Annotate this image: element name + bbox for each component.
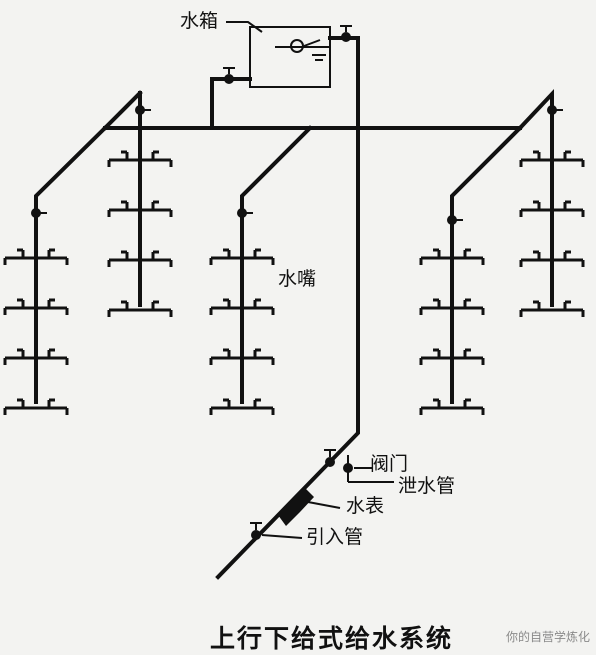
branch-left-connector (102, 90, 143, 131)
float-arm (303, 39, 321, 47)
faucet-branch (519, 200, 585, 217)
valve-label: 阀门 (370, 453, 409, 475)
water-tank (249, 26, 331, 88)
meter-leader (307, 501, 341, 509)
riser-far-left (34, 125, 108, 404)
label-leader-lines (261, 467, 394, 539)
tank-body (249, 26, 331, 88)
tank-outlet-pipe (210, 77, 252, 130)
faucet-branch (519, 300, 585, 317)
faucet-branch (107, 300, 173, 317)
inlet-pipe-label: 引入管 (306, 526, 364, 548)
riser-right-inner (450, 125, 523, 404)
faucet-label: 水嘴 (278, 268, 317, 290)
faucet-branch (209, 248, 275, 265)
riser-far-right (517, 88, 554, 307)
water-meter-icon (278, 487, 314, 526)
faucet-branch (419, 398, 485, 415)
watermark: 你的自营学炼化 (506, 630, 591, 644)
inlet-leader (261, 534, 303, 539)
faucet-branch (519, 150, 585, 167)
water-meter-label: 水表 (346, 495, 385, 517)
faucet-branches (3, 150, 585, 415)
faucet-branch (209, 398, 275, 415)
faucet-branch (3, 248, 69, 265)
drain-pipe-label: 泄水管 (398, 475, 456, 497)
faucet-branch (209, 298, 275, 315)
faucet-branch (519, 250, 585, 267)
faucet-branch (3, 348, 69, 365)
tank-leader-line (226, 21, 263, 33)
faucet-branch (3, 398, 69, 415)
faucet-branch (209, 348, 275, 365)
valve-icon (224, 74, 234, 84)
diagram-caption: 上行下给式给水系统 (210, 624, 454, 653)
faucet-branch (419, 298, 485, 315)
gate-valve-icon (325, 457, 335, 467)
float-valve-icon (290, 39, 304, 53)
riser-valves (31, 25, 563, 225)
faucet-branch (419, 248, 485, 265)
riser-center (240, 125, 313, 404)
faucet-branch (107, 200, 173, 217)
inlet-valve-icon (251, 530, 261, 540)
tank-label: 水箱 (180, 10, 219, 32)
faucet-branch (107, 250, 173, 267)
inlet-assembly (250, 449, 353, 540)
faucet-branch (107, 150, 173, 167)
faucet-branch (3, 298, 69, 315)
faucet-branch (419, 348, 485, 365)
valve-icon (341, 32, 351, 42)
